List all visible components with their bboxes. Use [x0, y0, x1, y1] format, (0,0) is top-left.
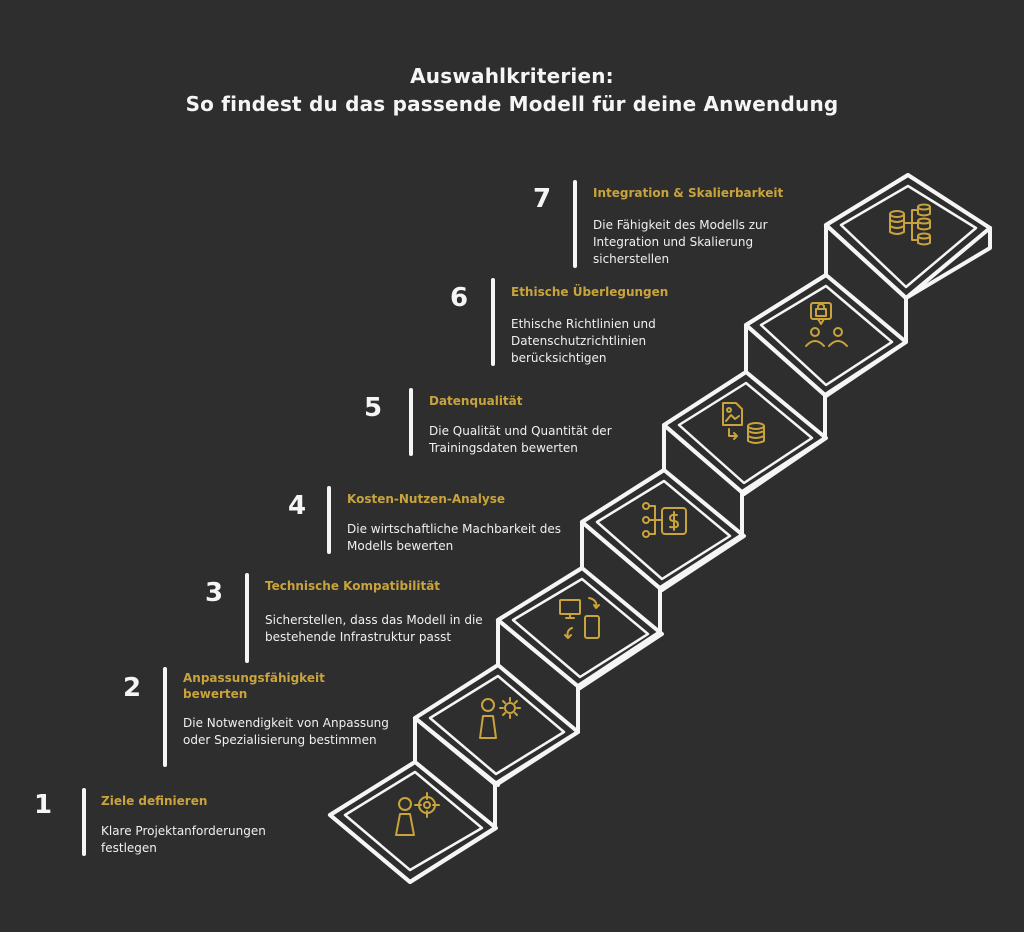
step-3-number: 3	[204, 578, 224, 608]
step-3-heading: Technische Kompatibilität	[265, 579, 441, 593]
step-3-description: Sicherstellen, dass das Modell in die be…	[265, 613, 483, 644]
step-4-heading: Kosten-Nutzen-Analyse	[347, 492, 505, 506]
step-6-divider	[491, 278, 495, 366]
step-7-divider	[573, 180, 577, 268]
step-5-heading: Datenqualität	[429, 394, 523, 408]
step-1-number: 1	[33, 790, 53, 820]
step-2-tread	[413, 663, 580, 787]
step-2-description: Die Notwendigkeit von Anpassung oder Spe…	[183, 716, 389, 747]
step-4-tread	[580, 468, 746, 592]
step-7-number: 7	[532, 184, 552, 214]
step-1-heading: Ziele definieren	[101, 794, 208, 808]
people-lock-icon	[805, 302, 848, 347]
devices-sync-icon	[559, 597, 600, 639]
step-2-divider	[163, 667, 167, 767]
step-4-divider	[327, 486, 331, 554]
step-3-divider	[245, 573, 249, 663]
step-6-heading: Ethische Überlegungen	[511, 285, 669, 299]
step-6-description: Ethische Richtlinien und Datenschutzrich…	[511, 317, 656, 365]
step-7-tread	[824, 173, 992, 300]
data-quality-icon	[722, 402, 765, 444]
step-5-tread	[662, 370, 828, 496]
page-title: Auswahlkriterien: So findest du das pass…	[0, 62, 1024, 118]
person-target-icon	[395, 792, 440, 836]
database-network-icon	[889, 203, 931, 246]
step-2-number: 2	[122, 673, 142, 703]
step-2-heading: Anpassungsfähigkeit bewerten	[183, 671, 325, 701]
step-7-heading: Integration & Skalierbarkeit	[593, 186, 784, 200]
step-1-tread	[328, 760, 498, 884]
title-line-2: So findest du das passende Modell für de…	[185, 92, 839, 116]
step-6-tread	[744, 273, 908, 398]
cost-flow-icon	[642, 502, 687, 538]
step-4-description: Die wirtschaftliche Machbarkeit des Mode…	[347, 522, 561, 553]
step-6-number: 6	[449, 283, 469, 313]
stairs-bottom-edge	[328, 226, 992, 884]
person-gear-icon	[479, 697, 521, 739]
step-5-number: 5	[363, 393, 383, 423]
step-5-divider	[409, 388, 413, 456]
title-line-1: Auswahlkriterien:	[410, 64, 614, 88]
step-3-tread	[496, 566, 664, 690]
step-7-description: Die Fähigkeit des Modells zur Integratio…	[593, 218, 768, 266]
step-1-description: Klare Projektanforderungen festlegen	[101, 824, 266, 855]
step-1-divider	[82, 788, 86, 856]
step-4-number: 4	[287, 491, 307, 521]
step-5-description: Die Qualität und Quantität der Trainings…	[429, 424, 612, 455]
